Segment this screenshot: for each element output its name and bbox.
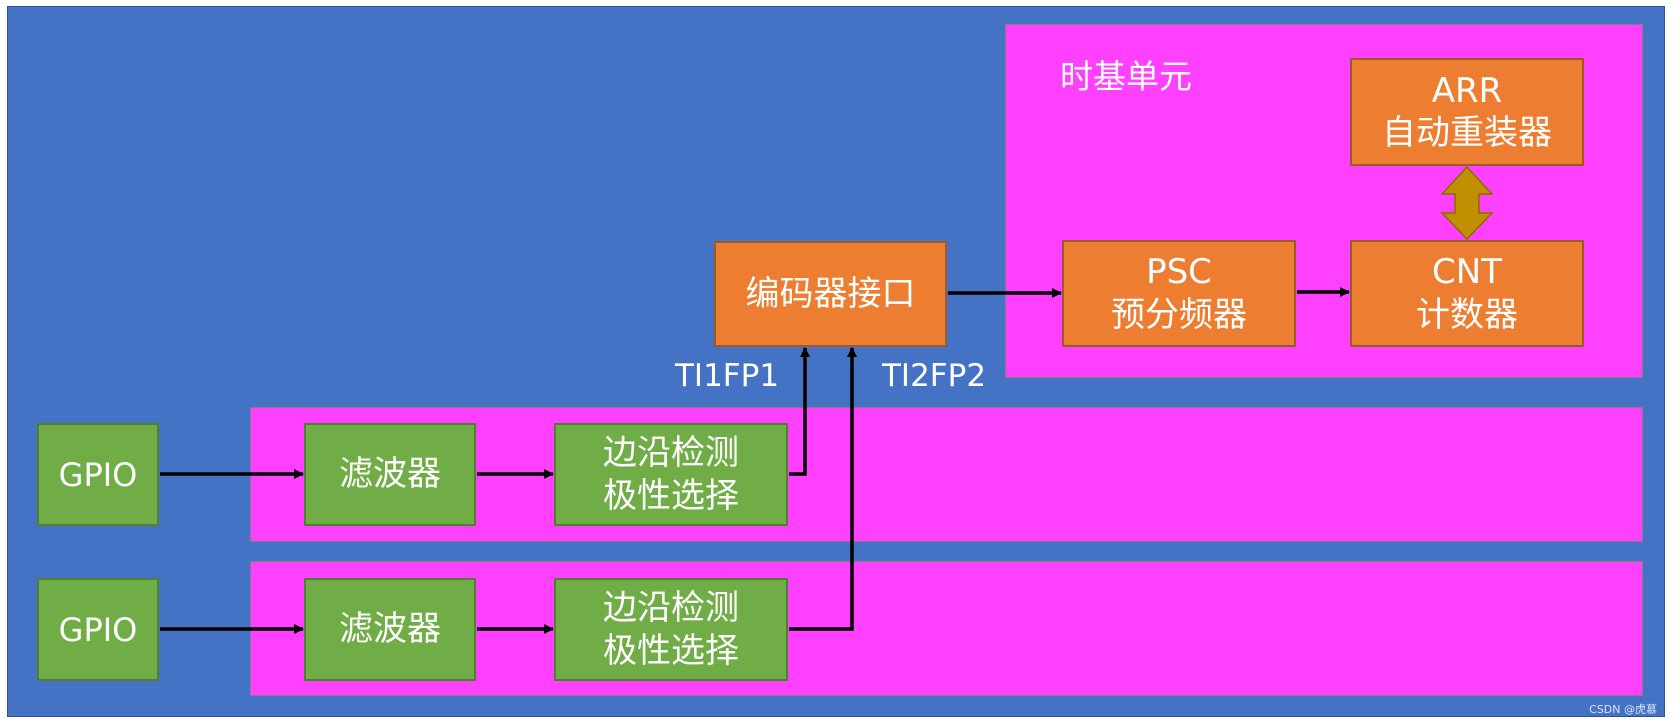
wire-edge1-to-encoder xyxy=(789,347,810,476)
encoder-label: 编码器接口 xyxy=(745,273,916,314)
filter-block-1: 滤波器 xyxy=(304,423,476,526)
arr-label: ARR xyxy=(1431,70,1503,111)
cnt-sublabel: 计数器 xyxy=(1416,294,1518,335)
psc-block: PSC 预分频器 xyxy=(1062,240,1296,347)
gpio-label-1: GPIO xyxy=(58,455,138,494)
arr-block: ARR 自动重装器 xyxy=(1350,58,1584,166)
filter-label-2: 滤波器 xyxy=(339,609,441,650)
filter-block-2: 滤波器 xyxy=(304,578,476,681)
cnt-block: CNT 计数器 xyxy=(1350,240,1584,347)
polarity-select-label-1: 极性选择 xyxy=(603,475,739,516)
edge-detect-label-2: 边沿检测 xyxy=(603,588,739,628)
filter-label-1: 滤波器 xyxy=(339,454,441,495)
psc-label: PSC xyxy=(1146,252,1212,292)
gpio-block-1: GPIO xyxy=(37,423,159,526)
ti1fp1-label: TI1FP1 xyxy=(675,358,780,394)
arr-sublabel: 自动重装器 xyxy=(1382,113,1552,153)
encoder-interface-block: 编码器接口 xyxy=(714,241,947,347)
gpio-block-2: GPIO xyxy=(37,578,159,681)
edge-detect-block-1: 边沿检测 极性选择 xyxy=(554,423,788,526)
watermark: CSDN @虎慕 xyxy=(1589,703,1657,716)
ti2fp2-label: TI2FP2 xyxy=(882,358,987,394)
edge-detect-block-2: 边沿检测 极性选择 xyxy=(554,578,788,681)
bidirectional-arrow-arr-cnt xyxy=(1440,165,1494,241)
wire-edge2-to-encoder xyxy=(789,347,857,631)
edge-detect-label-1: 边沿检测 xyxy=(603,433,739,473)
time-base-title: 时基单元 xyxy=(1060,57,1192,96)
cnt-label: CNT xyxy=(1432,252,1502,292)
gpio-label-2: GPIO xyxy=(58,610,138,649)
polarity-select-label-2: 极性选择 xyxy=(603,630,739,671)
psc-sublabel: 预分频器 xyxy=(1111,294,1247,335)
